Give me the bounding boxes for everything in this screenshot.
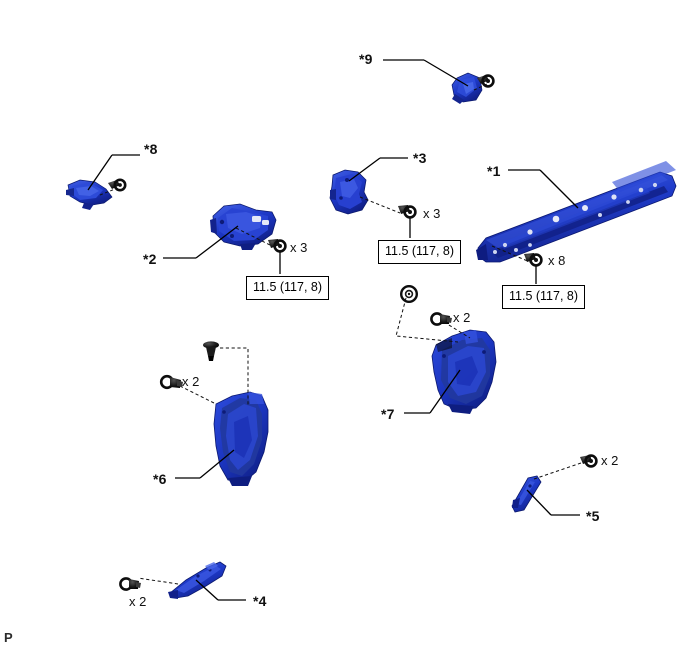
leader-part-1-diagonal (539, 169, 579, 209)
bolt-icon-part-4 (119, 577, 141, 591)
screw-icon-part-6 (159, 374, 183, 390)
dashed-part-6-clip (220, 347, 249, 405)
part-7-graphic (431, 329, 497, 414)
part-9-graphic (451, 72, 483, 104)
part-5-graphic (511, 475, 542, 513)
clip-icon-part-6 (203, 341, 219, 361)
ref-label-part-6: *6 (153, 471, 167, 487)
leader-part-6-diagonal (199, 449, 235, 479)
leader-part-4-diagonal (195, 579, 219, 601)
ref-label-part-3: *3 (413, 150, 427, 166)
torque-box-part-1: 11.5 (117, 8) (502, 285, 586, 309)
qty-label-part-3: x 3 (423, 206, 441, 221)
ref-label-part-4: *4 (253, 593, 267, 609)
dashed-part-7-grommet (395, 297, 459, 343)
dashed-part-6-screw (179, 385, 217, 405)
bolt-icon-part-8 (108, 178, 127, 192)
leader-part-3-diagonal (348, 157, 381, 182)
qty-label-part-1: x 8 (548, 253, 566, 268)
dashed-part-4-bolt (137, 577, 179, 585)
part-2-graphic (210, 203, 277, 250)
qty-label-part-2: x 3 (290, 240, 308, 255)
part-6-graphic (213, 391, 269, 486)
dashed-part-1-bolt (491, 245, 531, 263)
bolt-icon-part-3 (398, 205, 417, 219)
ref-label-part-5: *5 (586, 508, 600, 524)
qty-label-part-7: x 2 (453, 310, 471, 325)
qty-label-part-5: x 2 (601, 453, 619, 468)
part-3-graphic (329, 169, 369, 215)
bolt-icon-part-5 (580, 454, 598, 468)
torque-box-part-3: 11.5 (117, 8) (378, 240, 462, 264)
leader-part-9-diagonal (423, 59, 469, 87)
bolt-icon-part-1 (524, 253, 543, 267)
leader-part-5-diagonal (526, 489, 552, 516)
part-1-graphic (476, 161, 677, 263)
leader-part-8-diagonal (87, 154, 113, 191)
qty-label-part-4: x 2 (129, 594, 147, 609)
dashed-part-5-bolt (533, 461, 585, 480)
ref-label-part-7: *7 (381, 406, 395, 422)
bolt-icon-part-2 (268, 239, 287, 253)
qty-label-part-6: x 2 (182, 374, 200, 389)
part-8-graphic (66, 179, 113, 210)
bolt-icon-part-9 (477, 74, 495, 88)
dashed-part-8-bolt (99, 188, 116, 196)
ref-label-part-1: *1 (487, 163, 501, 179)
ref-label-part-2: *2 (143, 251, 157, 267)
dashed-part-7-screw (443, 321, 471, 339)
leader-part-7-diagonal (429, 369, 461, 414)
grommet-icon-part-7 (400, 285, 419, 304)
leader-part-2-diagonal (195, 225, 239, 259)
torque-box-part-2: 11.5 (117, 8) (246, 276, 330, 300)
part-4-graphic (168, 561, 227, 599)
corner-page-mark: P (4, 630, 13, 645)
screw-icon-part-7 (430, 312, 452, 326)
dashed-part-2-bolt (235, 227, 273, 247)
ref-label-part-9: *9 (359, 51, 373, 67)
ref-label-part-8: *8 (144, 141, 158, 157)
dashed-part-3-bolt (359, 196, 401, 214)
